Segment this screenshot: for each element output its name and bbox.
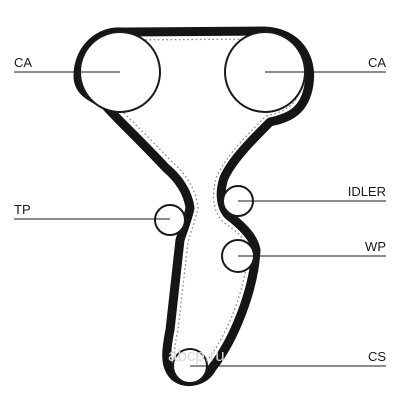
label-ca-right: CA: [368, 55, 386, 70]
label-tp: TP: [14, 202, 31, 217]
label-idler: IDLER: [348, 184, 386, 199]
belt-outline: [73, 26, 315, 387]
timing-belt: [73, 26, 315, 387]
label-cs: CS: [368, 349, 386, 364]
label-ca-left: CA: [14, 55, 32, 70]
watermark: abcp.ru: [168, 346, 225, 365]
tensioner-pulley: [154, 204, 186, 236]
belt-teeth: [85, 38, 303, 374]
label-wp: WP: [365, 239, 386, 254]
